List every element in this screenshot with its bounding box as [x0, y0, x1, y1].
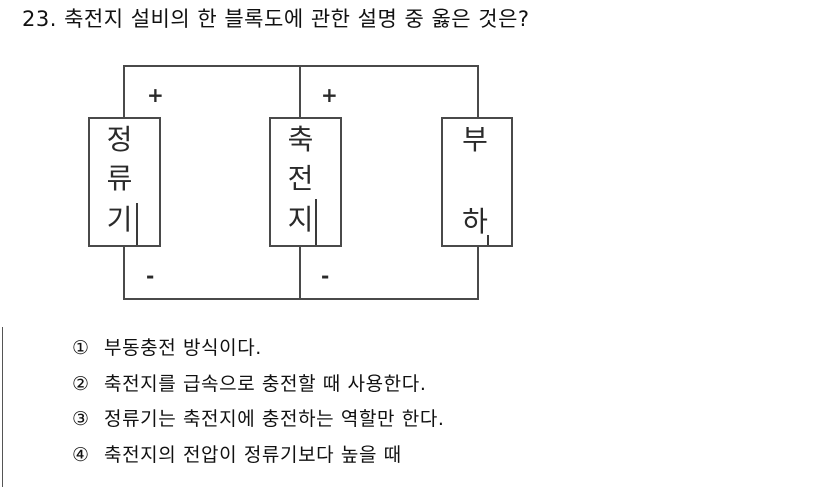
rectifier-block: 정 류 기 [88, 117, 161, 247]
load-char-2: 하 [462, 205, 488, 238]
rectifier-plus-sign: + [147, 83, 164, 107]
option-1-number: ① [72, 337, 90, 359]
question-title: 23. 축전지 설비의 한 블록도에 관한 설명 중 옳은 것은? [22, 4, 530, 34]
option-4-text: 축전지의 전압이 정류기보다 높을 때 [104, 443, 402, 466]
option-3-text: 정류기는 축전지에 충전하는 역할만 한다. [104, 408, 445, 430]
load-block: 부 하 [441, 117, 513, 247]
rectifier-bottom-wire [123, 246, 125, 300]
option-4[interactable]: ④ 축전지의 전압이 정류기보다 높을 때 [72, 438, 445, 474]
battery-block: 축 전 지 [269, 117, 342, 247]
option-4-number: ④ [72, 443, 90, 466]
load-bottom-wire [477, 246, 479, 300]
option-2-text: 축전지를 급속으로 충전할 때 사용한다. [104, 372, 427, 395]
battery-minus-sign: - [321, 264, 330, 288]
rectifier-char-3: 기 [106, 203, 133, 236]
top-bus-wire [123, 65, 479, 67]
rectifier-top-wire [123, 65, 125, 118]
option-3-number: ③ [72, 408, 90, 430]
load-top-wire [477, 65, 479, 118]
option-1[interactable]: ① 부동충전 방식이다. [72, 331, 445, 367]
rectifier-minus-sign: - [146, 264, 155, 288]
rectifier-inner-line [136, 203, 138, 245]
rectifier-char-1: 정 [106, 123, 133, 156]
option-2[interactable]: ② 축전지를 급속으로 충전할 때 사용한다. [72, 367, 445, 403]
bottom-bus-wire [123, 298, 479, 300]
question-number: 23. [22, 7, 57, 31]
block-diagram: 정 류 기 축 전 지 부 하 + + - - [0, 0, 600, 320]
battery-char-2: 전 [287, 162, 314, 195]
option-2-number: ② [72, 372, 90, 395]
question-text: 축전지 설비의 한 블록도에 관한 설명 중 옳은 것은? [64, 7, 530, 31]
battery-inner-line [315, 199, 317, 245]
load-char-1: 부 [462, 123, 488, 156]
battery-char-3: 지 [287, 203, 314, 236]
load-inner-line [487, 235, 489, 245]
answer-options: ① 부동충전 방식이다. ② 축전지를 급속으로 충전할 때 사용한다. ③ 정류기는… [72, 331, 445, 473]
battery-plus-sign: + [321, 83, 338, 107]
rectifier-char-2: 류 [106, 162, 133, 195]
option-3[interactable]: ③ 정류기는 축전지에 충전하는 역할만 한다. [72, 402, 445, 438]
option-1-text: 부동충전 방식이다. [104, 337, 262, 359]
left-margin-rule [2, 327, 3, 487]
battery-char-1: 축 [287, 123, 314, 156]
battery-top-wire [299, 65, 301, 118]
battery-bottom-wire [299, 246, 301, 300]
